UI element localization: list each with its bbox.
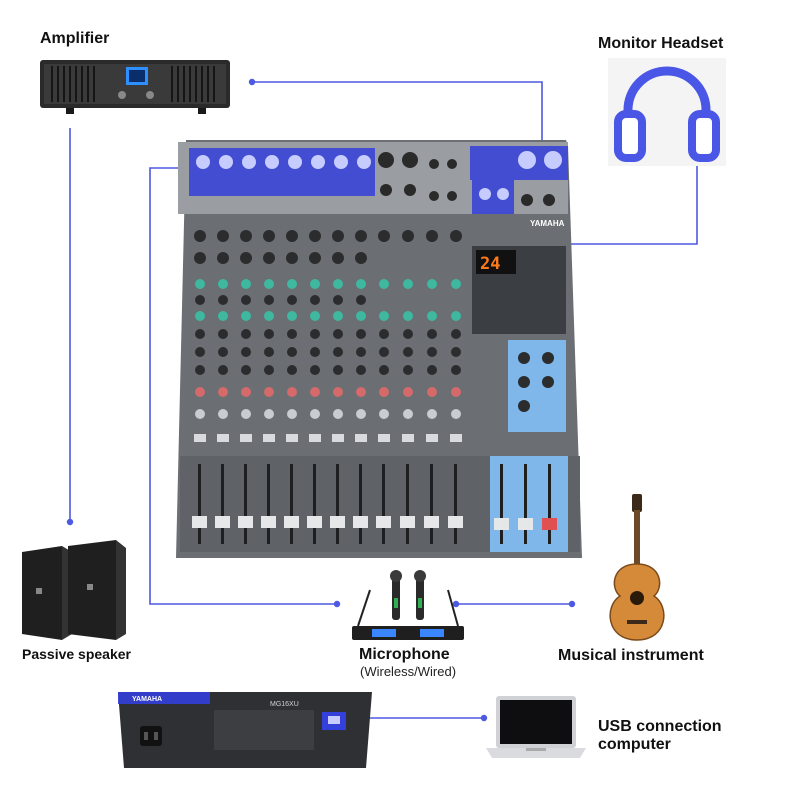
- guitar-image: [609, 494, 665, 641]
- amplifier-label: Amplifier: [40, 30, 110, 47]
- microphone-label: Microphone: [359, 646, 450, 663]
- amplifier-line-end-dot: [248, 78, 256, 86]
- laptop-image: [486, 696, 586, 758]
- instrument-line-end-dot: [568, 600, 576, 608]
- mixer-display-value: 24: [480, 254, 500, 274]
- headset-image: [608, 58, 726, 166]
- mixer-rear-image: [118, 692, 372, 768]
- speaker-line-end-dot: [66, 518, 74, 526]
- microphone-line-end-dot: [333, 600, 341, 608]
- microphone-image: [352, 570, 464, 640]
- microphone-sublabel: (Wireless/Wired): [360, 664, 457, 679]
- musical-instrument-label: Musical instrument: [558, 647, 704, 664]
- speaker-image: [22, 540, 126, 640]
- mixer-rear-brand-text: YAMAHA: [132, 696, 162, 703]
- monitor-headset-label: Monitor Headset: [598, 35, 724, 52]
- mixer-image: [176, 140, 582, 558]
- amplifier-to-mixer-line: [252, 81, 543, 146]
- mixer-rear-model-text: MG16XU: [270, 701, 299, 708]
- microphone-right-dot: [452, 600, 460, 608]
- usb-computer-label-line2: computer: [598, 736, 671, 753]
- passive-speaker-label: Passive speaker: [22, 646, 131, 662]
- mixer-brand-text: YAMAHA: [530, 219, 565, 228]
- mixer-to-microphone-line: [149, 167, 336, 605]
- connection-dots: [66, 78, 576, 722]
- computer-line-end-dot: [480, 714, 488, 722]
- usb-computer-label-line1: USB connection: [598, 718, 722, 735]
- amplifier-image: [40, 60, 230, 114]
